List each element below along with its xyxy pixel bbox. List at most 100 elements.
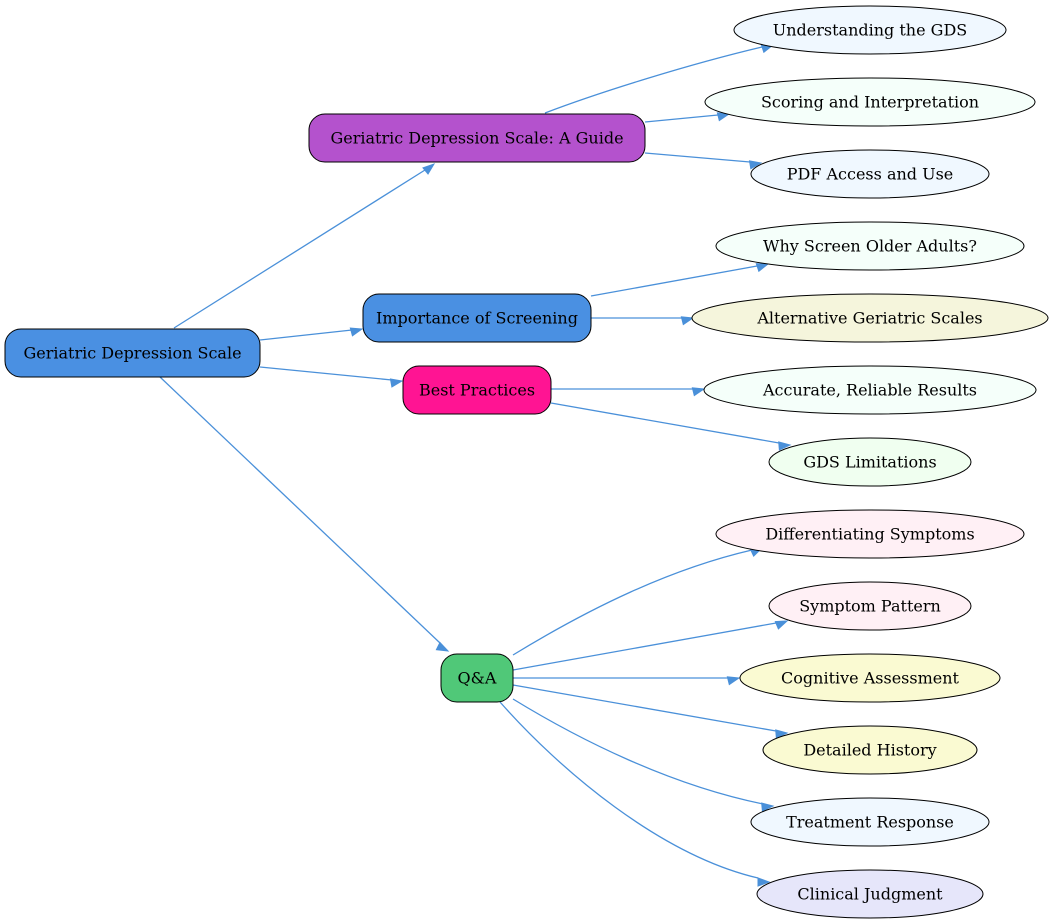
edge-line	[499, 701, 759, 879]
edge-root-to-guide	[173, 163, 436, 329]
node-limitations[interactable]: GDS Limitations	[768, 437, 972, 487]
arrowhead-icon	[755, 263, 770, 273]
edge-qa-to-clinical	[499, 701, 771, 887]
edge-root-to-importance	[259, 327, 364, 341]
node-shape	[768, 437, 972, 487]
node-label: Q&A	[458, 669, 497, 688]
node-shape	[762, 725, 978, 775]
node-label: GDS Limitations	[803, 453, 936, 472]
node-label: Treatment Response	[786, 813, 954, 832]
node-label: Understanding the GDS	[773, 21, 967, 40]
edges-layer	[159, 44, 792, 887]
arrowhead-icon	[422, 163, 436, 175]
edge-best-to-limitations	[550, 402, 792, 451]
edge-line	[512, 549, 753, 656]
edge-qa-to-history	[512, 684, 789, 739]
node-guide[interactable]: Geriatric Depression Scale: A Guide	[308, 113, 646, 163]
edge-best-to-accurate	[551, 387, 706, 397]
edge-line	[512, 684, 777, 732]
node-label: Symptom Pattern	[799, 597, 941, 616]
node-label: Scoring and Interpretation	[761, 93, 979, 112]
edge-line	[644, 152, 751, 163]
arrowhead-icon	[726, 676, 741, 686]
node-label: Accurate, Reliable Results	[762, 381, 977, 400]
edge-qa-to-differentiating	[512, 547, 764, 656]
node-why[interactable]: Why Screen Older Adults?	[715, 221, 1025, 271]
node-understanding[interactable]: Understanding the GDS	[733, 5, 1007, 55]
node-label: PDF Access and Use	[787, 165, 954, 184]
node-pdf[interactable]: PDF Access and Use	[750, 149, 990, 199]
nodes-layer: Geriatric Depression Scale Geriatric Depr…	[4, 5, 1049, 919]
edge-line	[544, 46, 763, 114]
node-differentiating[interactable]: Differentiating Symptoms	[715, 509, 1025, 559]
edge-line	[644, 114, 719, 123]
node-scoring[interactable]: Scoring and Interpretation	[704, 77, 1036, 127]
node-label: Why Screen Older Adults?	[763, 237, 977, 256]
node-label: Geriatric Depression Scale: A Guide	[330, 129, 623, 148]
node-shape	[362, 293, 592, 343]
node-label: Cognitive Assessment	[781, 669, 959, 688]
arrowhead-icon	[349, 327, 364, 337]
edge-line	[512, 698, 764, 805]
edge-line	[159, 376, 441, 644]
edge-line	[259, 329, 353, 341]
node-shape	[715, 509, 1025, 559]
node-importance[interactable]: Importance of Screening	[362, 293, 592, 343]
edge-root-to-qa	[159, 376, 450, 652]
node-label: Detailed History	[803, 741, 936, 760]
node-history[interactable]: Detailed History	[762, 725, 978, 775]
arrowhead-icon	[389, 378, 404, 388]
arrowhead-icon	[748, 160, 763, 170]
node-label: Differentiating Symptoms	[765, 525, 974, 544]
node-label: Alternative Geriatric Scales	[756, 309, 982, 328]
arrowhead-icon	[435, 641, 450, 652]
node-shape	[703, 365, 1037, 415]
node-shape	[756, 869, 984, 919]
node-treatment[interactable]: Treatment Response	[750, 797, 990, 847]
arrowhead-icon	[680, 316, 695, 326]
node-label: Importance of Screening	[376, 309, 578, 328]
edge-importance-to-alternative	[591, 316, 695, 326]
node-shape	[750, 797, 990, 847]
node-shape	[715, 221, 1025, 271]
edge-line	[173, 169, 426, 329]
edge-root-to-best	[259, 366, 404, 388]
node-root[interactable]: Geriatric Depression Scale	[4, 328, 261, 378]
arrowhead-icon	[691, 387, 706, 397]
edge-importance-to-why	[590, 263, 770, 297]
node-shape	[733, 5, 1007, 55]
edge-qa-to-cognitive	[513, 676, 741, 686]
edge-qa-to-treatment	[512, 698, 775, 812]
arrowhead-icon	[757, 877, 771, 887]
edge-line	[550, 402, 780, 444]
edge-qa-to-pattern	[512, 620, 789, 671]
node-shape	[4, 328, 261, 378]
node-qa[interactable]: Q&A	[440, 653, 514, 703]
arrowhead-icon	[761, 802, 775, 812]
node-shape	[402, 365, 552, 415]
node-shape	[308, 113, 646, 163]
node-label: Clinical Judgment	[797, 885, 943, 904]
edge-line	[590, 265, 758, 297]
node-best[interactable]: Best Practices	[402, 365, 552, 415]
edge-guide-to-pdf	[644, 152, 763, 170]
node-shape	[739, 653, 1001, 703]
node-shape	[440, 653, 514, 703]
node-shape	[768, 581, 972, 631]
edge-guide-to-scoring	[644, 112, 731, 123]
node-cognitive[interactable]: Cognitive Assessment	[739, 653, 1001, 703]
node-shape	[691, 293, 1049, 343]
arrowhead-icon	[778, 441, 792, 451]
arrowhead-icon	[775, 729, 789, 739]
edge-line	[512, 622, 777, 671]
node-alternative[interactable]: Alternative Geriatric Scales	[691, 293, 1049, 343]
node-label: Geriatric Depression Scale	[23, 344, 241, 363]
node-pattern[interactable]: Symptom Pattern	[768, 581, 972, 631]
edge-line	[259, 366, 393, 381]
arrowhead-icon	[774, 620, 789, 630]
node-label: Best Practices	[419, 381, 535, 400]
node-clinical[interactable]: Clinical Judgment	[756, 869, 984, 919]
node-shape	[704, 77, 1036, 127]
node-accurate[interactable]: Accurate, Reliable Results	[703, 365, 1037, 415]
